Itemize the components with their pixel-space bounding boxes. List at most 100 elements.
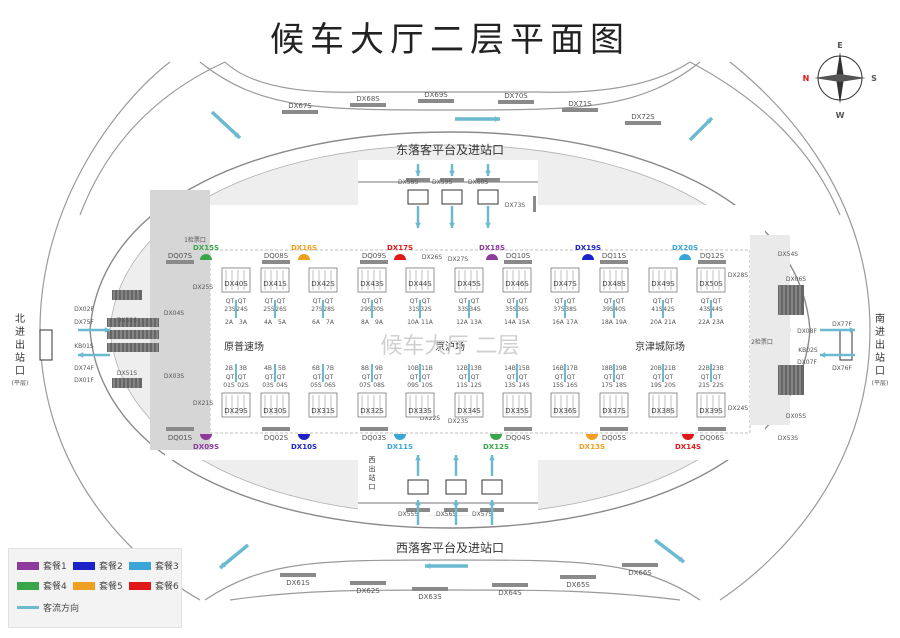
shop-label-bottom: DX31S [311,407,335,415]
gate-no-top: 23S [224,306,236,313]
gate-divider-top [419,300,421,318]
gate-code-bottom: 15B [518,365,530,372]
gate-no-bottom: 15S [552,382,564,389]
gate-code-bottom: 12B [456,365,468,372]
gate-qt-bottom: QT [422,374,431,381]
dq-bar-bottom [166,427,194,431]
compass-s: S [871,74,877,83]
shop-box-bottom [599,392,629,418]
gate-qt-top: QT [701,298,710,305]
gate-divider-top [468,300,470,318]
gate-no-top: 26S [275,306,287,313]
grey-block-ne [750,235,790,425]
gate-divider-bottom [613,364,615,382]
road-bar-top [350,103,386,107]
misc-kiosk2: 2检票口 [751,338,773,346]
gate-no-top: 27S [311,306,323,313]
south-exit-char: 进 [875,326,885,338]
flow-arrow-east-in-head [415,170,421,176]
gate-qt-top: QT [507,298,516,305]
misc-kb01: KB01S [74,343,94,350]
shop-label-bottom: DX32S [360,407,384,415]
gate-qt-bottom: QT [701,374,710,381]
gate-qt-top: QT [604,298,613,305]
road-bar-top [418,99,454,103]
misc-dx22: DX22S [420,415,440,422]
gate-code-bottom: 2B [225,365,233,372]
gate-qt-bottom: QT [374,374,383,381]
restaurant-marker-bottom [682,434,694,440]
road-bar-top [562,108,598,112]
south-exit-char: 南 [875,312,885,325]
gate-no-top: 28S [323,306,335,313]
flow-arrow-top-head [494,116,500,122]
restaurant-label-bottom: DX11S [387,443,413,451]
road-bar-top [625,121,661,125]
flow-arrow-nw-head [234,132,240,138]
gate-no-top: 42S [663,306,675,313]
zone-label-1: 原普速场 [224,340,264,353]
flow-arrow-west-in-head [453,500,459,506]
shop-box-top [357,267,387,293]
gate-no-top: 41S [651,306,663,313]
gate-no-bottom: 03S [262,382,274,389]
gate-code-top: 8A [361,319,370,326]
road-bar-bottom [350,581,386,585]
gate-code-bottom: 22B [698,365,710,372]
gate-qt-bottom: QT [653,374,662,381]
restaurant-label-top: DX15S [193,244,219,252]
shop-box-top [648,267,678,293]
road-label-bottom: DX61S [286,579,310,587]
gate-label-west: DX57S [472,511,492,518]
legend-swatch [17,561,39,570]
gate-label-east: DX60S [468,179,488,186]
south-exit-char: 口 [875,366,885,377]
legend-flow-direction: 客流方向 [17,601,79,614]
gate-qt-top: QT [653,298,662,305]
shop-box-bottom [221,392,251,418]
gate-no-bottom: 11S [456,382,468,389]
flow-arrow-north-in-head [104,327,110,333]
gate-qt-bottom: QT [325,374,334,381]
gate-qt-bottom: QT [238,374,247,381]
shop-box-top [550,267,580,293]
gate-no-top: 39S [602,306,614,313]
shop-label-top: DX46S [505,280,529,288]
gate-no-bottom: 02S [237,382,249,389]
dq-label-top: DQ10S [506,252,531,260]
shop-label-top: DX40S [224,280,248,288]
flow-arrow-west-up-head [415,455,421,461]
dq-bar-bottom [504,427,532,431]
outer-road [79,61,841,216]
flow-arrow-west-up-head [489,455,495,461]
gate-code-top: 23A [712,319,725,326]
gate-divider-bottom [235,364,237,382]
gate-no-bottom: 07S [359,382,371,389]
misc-dx06: DX06S [786,276,806,283]
gate-label-west: DX56S [436,511,456,518]
flow-arrow-ne-head [706,118,712,124]
compass-w: W [836,111,845,120]
gate-no-bottom: 20S [664,382,676,389]
gate-code-top: 12A [456,319,469,326]
flow-arrow-nw [210,110,242,140]
gate-no-top: 31S [408,306,420,313]
gate-qt-bottom: QT [471,374,480,381]
restaurant-label-top: DX17S [387,244,413,252]
shop-label-top: DX48S [602,280,626,288]
dq-bar-top [698,260,726,264]
gate-no-top: 40S [614,306,626,313]
gate-code-bottom: 6B [312,365,320,372]
gate-no-bottom: 04S [276,382,288,389]
shop-label-bottom: DX36S [553,407,577,415]
gate-divider-bottom [322,364,324,382]
road-bar-bottom [622,563,658,567]
south-exit-char: 站 [875,351,885,364]
gate-code-bottom: 11B [421,365,433,372]
gate-no-bottom: 06S [324,382,336,389]
gate-divider-bottom [516,364,518,382]
shop-label-top: DX43S [360,280,384,288]
gate-no-top: 32S [420,306,432,313]
inner-road-top [199,61,701,111]
